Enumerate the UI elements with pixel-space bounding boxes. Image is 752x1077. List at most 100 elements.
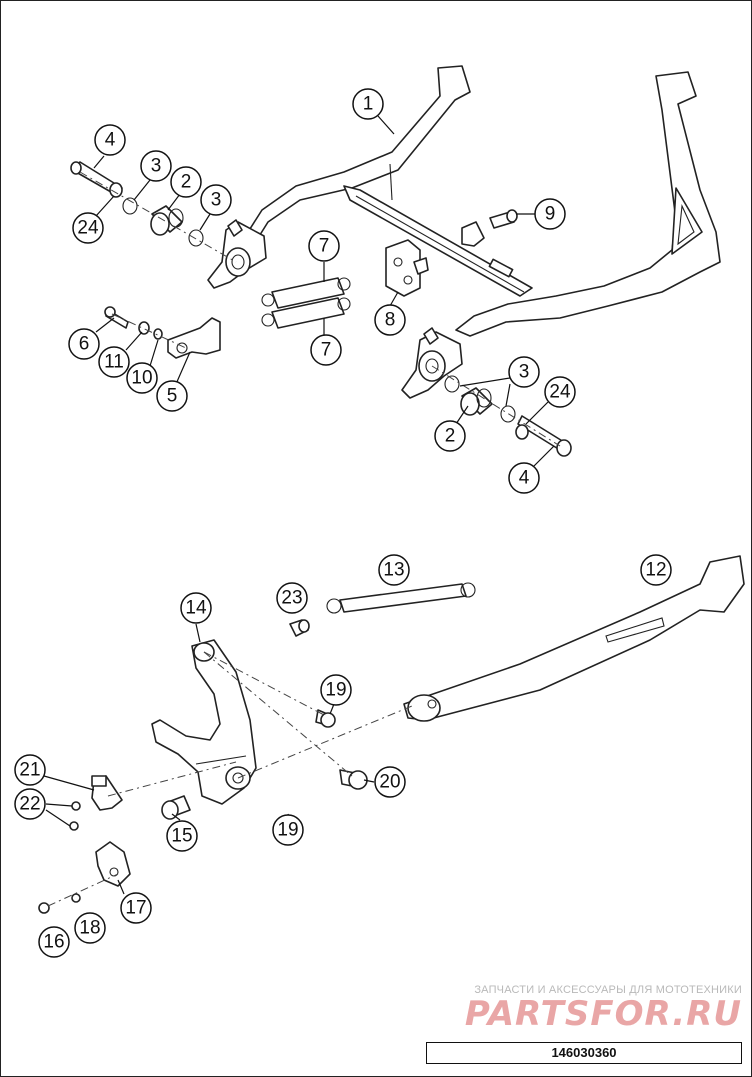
callout-24: 24 — [72, 212, 104, 244]
watermark-logo: PARTSFOR.RU — [464, 994, 742, 1034]
callout-7: 7 — [310, 334, 342, 366]
svg-text:21: 21 — [19, 760, 40, 781]
svg-text:7: 7 — [319, 236, 330, 257]
spacer-10 — [153, 328, 163, 340]
callout-5: 5 — [156, 380, 188, 412]
svg-text:3: 3 — [151, 156, 162, 177]
callout-4: 4 — [94, 124, 126, 156]
side-stand-leg — [403, 555, 745, 722]
callout-4: 4 — [508, 462, 540, 494]
callout-9: 9 — [534, 198, 566, 230]
svg-text:11: 11 — [104, 352, 124, 373]
svg-text:4: 4 — [519, 468, 530, 489]
callout-6: 6 — [68, 328, 100, 360]
springs — [261, 277, 351, 329]
stud-screw — [461, 209, 518, 247]
callout-1: 1 — [352, 88, 384, 120]
pivot-bolt-20 — [339, 769, 368, 790]
svg-text:2: 2 — [181, 172, 192, 193]
callout-19: 19 — [272, 814, 304, 846]
small-bolt-6 — [104, 306, 129, 329]
sensor-screw-lower — [69, 821, 79, 831]
washer-left — [109, 182, 123, 198]
pivot-bolt-right — [517, 415, 572, 457]
svg-text:10: 10 — [131, 368, 152, 389]
bushing-left — [150, 205, 184, 236]
pivot-bolt-left — [70, 161, 123, 197]
callout-18: 18 — [74, 912, 106, 944]
callout-7: 7 — [308, 230, 340, 262]
callout-2: 2 — [170, 166, 202, 198]
switch-bracket-5 — [167, 317, 221, 359]
sensor-screw-upper — [71, 801, 81, 811]
plug-23 — [289, 619, 310, 637]
callout-3: 3 — [508, 356, 540, 388]
callout-17: 17 — [120, 892, 152, 924]
svg-text:6: 6 — [79, 334, 90, 355]
svg-text:23: 23 — [281, 588, 302, 609]
svg-text:13: 13 — [383, 560, 404, 581]
o-ring-right-outer — [500, 405, 516, 423]
sensor-bracket-washer — [71, 893, 81, 903]
svg-text:4: 4 — [105, 130, 116, 151]
callout-24: 24 — [544, 376, 576, 408]
callout-11: 11 — [98, 346, 130, 378]
drawing-number: 146030360 — [551, 1045, 617, 1060]
svg-text:22: 22 — [19, 794, 40, 815]
svg-text:15: 15 — [171, 826, 192, 847]
svg-text:16: 16 — [43, 932, 64, 953]
callout-21: 21 — [14, 754, 46, 786]
svg-text:1: 1 — [363, 94, 374, 115]
o-ring-right-inner — [444, 375, 460, 393]
side-stand-bracket — [151, 639, 257, 805]
svg-text:19: 19 — [277, 820, 298, 841]
svg-text:5: 5 — [167, 386, 178, 407]
svg-text:2: 2 — [445, 426, 456, 447]
callout-3: 3 — [200, 184, 232, 216]
leader-lines — [43, 115, 555, 895]
callout-15: 15 — [166, 820, 198, 852]
watermark-caption: ЗАПЧАСТИ И АКСЕССУАРЫ ДЛЯ МОТОТЕХНИКИ — [474, 984, 742, 996]
callout-10: 10 — [126, 362, 158, 394]
o-ring-left-inner — [188, 229, 204, 247]
callout-23: 23 — [276, 582, 308, 614]
assembly-axes — [47, 171, 561, 907]
callout-3: 3 — [140, 150, 172, 182]
svg-text:7: 7 — [321, 340, 332, 361]
callout-19: 19 — [320, 674, 352, 706]
callout-12: 12 — [640, 554, 672, 586]
svg-text:18: 18 — [79, 918, 100, 939]
svg-text:19: 19 — [325, 680, 346, 701]
right-pivot-assembly — [401, 327, 463, 399]
callout-2: 2 — [434, 420, 466, 452]
washer-right — [515, 424, 529, 440]
o-ring-left-outer — [122, 197, 138, 215]
svg-text:17: 17 — [125, 898, 146, 919]
side-stand-spring — [326, 582, 476, 614]
callout-20: 20 — [374, 766, 406, 798]
svg-text:3: 3 — [211, 190, 222, 211]
svg-text:8: 8 — [385, 310, 396, 331]
svg-text:12: 12 — [645, 560, 666, 581]
callout-13: 13 — [378, 554, 410, 586]
svg-text:9: 9 — [545, 204, 556, 225]
bushing-right — [460, 387, 493, 416]
callout-14: 14 — [180, 592, 212, 624]
drawing-number-box: 146030360 — [426, 1042, 742, 1064]
center-stand — [247, 65, 721, 337]
washer-11 — [138, 321, 150, 335]
side-stand-sensor — [91, 775, 123, 811]
bracket-bolt-upper — [315, 709, 336, 728]
callout-16: 16 — [38, 926, 70, 958]
left-pivot-assembly — [207, 219, 267, 289]
sensor-bracket — [95, 841, 131, 887]
callout-8: 8 — [374, 304, 406, 336]
svg-text:24: 24 — [77, 218, 99, 239]
sensor-bracket-screw — [38, 902, 50, 914]
spring-bracket — [385, 239, 429, 297]
svg-text:14: 14 — [185, 598, 207, 619]
pivot-bushing-15 — [161, 795, 191, 820]
callout-22: 22 — [14, 788, 46, 820]
